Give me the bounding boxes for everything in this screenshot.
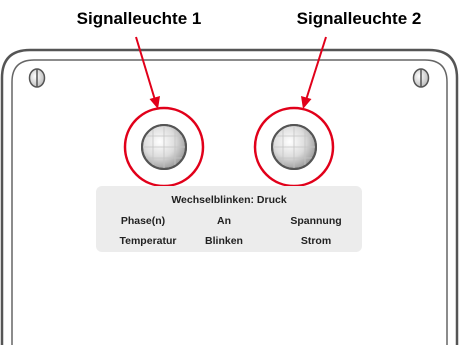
screw-right-icon [412,68,430,88]
signal-lamp-1 [141,124,187,170]
legend-cell: An [217,215,231,227]
legend-cell: Spannung [290,215,341,227]
legend-panel [96,186,362,252]
callout-arrow-1 [135,36,160,109]
callout-label-1: Signalleuchte 1 [77,9,202,28]
housing-inner-outline [11,59,448,345]
legend-cell: Phase(n) [121,215,165,227]
screw-left-icon [28,68,46,88]
legend-cell: Blinken [205,235,243,247]
legend-cell: Strom [301,235,331,247]
legend-title: Wechselblinken: Druck [171,194,287,206]
callout-arrow-2 [301,36,327,109]
callout-label-2: Signalleuchte 2 [297,9,422,28]
signal-lamp-2 [271,124,317,170]
legend-cell: Temperatur [120,235,177,247]
